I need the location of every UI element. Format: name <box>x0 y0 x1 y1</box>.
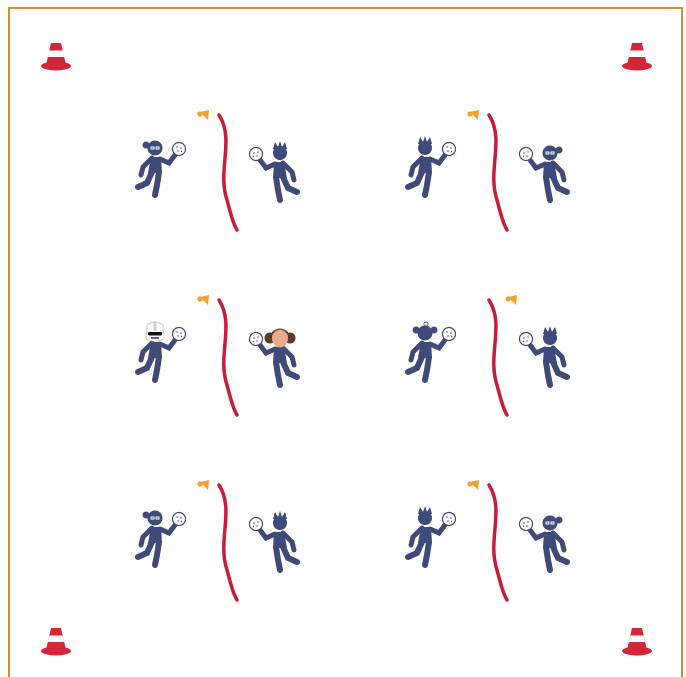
court-pair <box>138 110 297 230</box>
player-boy-short-hair <box>250 141 298 200</box>
court-pair <box>138 480 297 600</box>
court-pair <box>408 295 567 415</box>
player-stormtrooper <box>138 321 186 380</box>
player-boy-short-hair <box>408 136 456 195</box>
shuttlecock-icon <box>197 110 209 120</box>
player-girl-pigtails <box>408 322 456 380</box>
player-girl-glasses <box>138 511 186 566</box>
cone-icon <box>41 628 71 656</box>
cone-icon <box>622 43 652 71</box>
field-border <box>9 8 682 677</box>
cone-icon <box>41 43 71 71</box>
court-pair <box>408 110 567 230</box>
shuttlecock-icon <box>197 295 209 305</box>
shuttlecock-icon <box>505 295 517 305</box>
court-pair <box>138 295 297 415</box>
cone-icon <box>622 628 652 656</box>
shuttlecock-icon <box>467 110 479 120</box>
shuttlecock-icon <box>197 480 209 490</box>
shuttlecock-icon <box>467 480 479 490</box>
cones-layer <box>41 43 652 656</box>
player-boy-short-hair <box>250 511 298 570</box>
net-line <box>219 300 237 415</box>
net-line <box>489 115 507 230</box>
player-boy-short-hair <box>408 506 456 565</box>
net-line <box>489 300 507 415</box>
net-line <box>219 115 237 230</box>
player-girl-glasses <box>138 141 186 196</box>
player-girl-glasses <box>520 146 568 201</box>
court-pair <box>408 480 567 600</box>
player-boy-short-hair <box>520 326 568 385</box>
player-girl-glasses <box>520 516 568 571</box>
net-line <box>219 485 237 600</box>
player-princess-leia <box>250 329 298 386</box>
courts-layer <box>138 110 567 600</box>
net-line <box>489 485 507 600</box>
